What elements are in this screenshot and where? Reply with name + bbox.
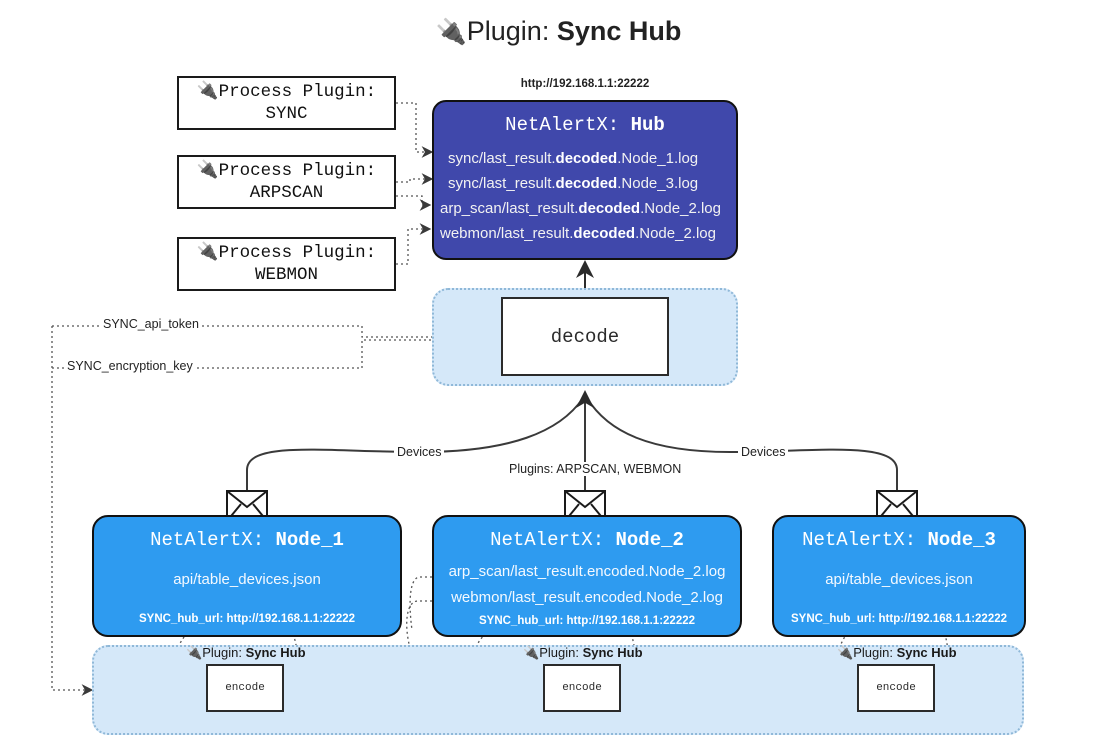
edge-label-devices-right: Devices bbox=[738, 445, 789, 459]
node-title-prefix: NetAlertX: bbox=[490, 529, 616, 551]
hub-log-item: arp_scan/last_result.decoded.Node_2.log bbox=[434, 196, 736, 221]
node-title-prefix: NetAlertX: bbox=[150, 529, 276, 551]
encoder-plugin-prefix: Plugin: bbox=[539, 645, 583, 660]
node-title-name: Node_3 bbox=[927, 529, 996, 551]
hub-title: NetAlertX: Hub bbox=[434, 114, 736, 136]
plug-icon: 🔌 bbox=[837, 645, 854, 660]
encoder-plugin-prefix: Plugin: bbox=[853, 645, 897, 660]
node-title-prefix: NetAlertX: bbox=[802, 529, 928, 551]
hub-log-post: .Node_2.log bbox=[635, 225, 716, 242]
hub-log-mid: decoded bbox=[573, 225, 636, 242]
hub-log-mid: decoded bbox=[578, 200, 641, 217]
plug-icon: 🔌 bbox=[196, 243, 219, 263]
node-title: NetAlertX: Node_2 bbox=[434, 529, 740, 551]
hub-log-item: webmon/last_result.decoded.Node_2.log bbox=[434, 221, 736, 246]
node-title-name: Node_1 bbox=[275, 529, 344, 551]
encoder-plugin-name: Sync Hub bbox=[896, 645, 957, 660]
node-line: arp_scan/last_result.encoded.Node_2.log bbox=[448, 563, 726, 580]
hub-log-pre: sync/last_result. bbox=[448, 150, 556, 167]
node-url-label: SYNC_hub_url: http://192.168.1.1:22222 bbox=[790, 613, 1008, 625]
encoder-plugin-label: 🔌Plugin: Sync Hub bbox=[186, 645, 306, 661]
page-title-name: Sync Hub bbox=[556, 16, 682, 46]
plug-icon: 🔌 bbox=[186, 645, 203, 660]
node-url-label: SYNC_hub_url: http://192.168.1.1:22222 bbox=[138, 613, 356, 625]
process-plugin-label: Process Plugin: bbox=[218, 161, 377, 181]
page-title-prefix: Plugin: bbox=[466, 16, 557, 46]
edge-label-sync-encryption-key: SYNC_encryption_key bbox=[64, 359, 196, 373]
encoder-plugin-label: 🔌Plugin: Sync Hub bbox=[837, 645, 957, 661]
hub-log-list: sync/last_result.decoded.Node_1.log sync… bbox=[434, 146, 736, 246]
encode-label: encode bbox=[225, 682, 265, 694]
hub-log-post: .Node_1.log bbox=[617, 150, 699, 167]
hub-log-post: .Node_3.log bbox=[617, 175, 699, 192]
hub-log-item: sync/last_result.decoded.Node_1.log bbox=[434, 146, 736, 171]
encode-box-node-3[interactable]: encode bbox=[857, 664, 935, 712]
process-plugin-name: SYNC bbox=[265, 104, 308, 124]
plug-icon: 🔌 bbox=[196, 161, 219, 181]
process-plugin-name: WEBMON bbox=[254, 265, 318, 285]
process-plugin-box-arpscan[interactable]: 🔌Process Plugin: ARPSCAN bbox=[177, 155, 396, 209]
process-plugin-label: Process Plugin: bbox=[218, 243, 377, 263]
decode-label: decode bbox=[550, 325, 620, 348]
encode-box-node-2[interactable]: encode bbox=[543, 664, 621, 712]
plug-icon: 🔌 bbox=[435, 18, 467, 46]
encoder-plugin-name: Sync Hub bbox=[582, 645, 643, 660]
node-box-node-2[interactable]: NetAlertX: Node_2 arp_scan/last_result.e… bbox=[432, 515, 742, 637]
hub-log-mid: decoded bbox=[555, 175, 618, 192]
hub-log-item: sync/last_result.decoded.Node_3.log bbox=[434, 171, 736, 196]
plug-icon: 🔌 bbox=[196, 82, 219, 102]
edge-label-sync-api-token: SYNC_api_token bbox=[100, 317, 202, 331]
hub-box[interactable]: NetAlertX: Hub sync/last_result.decoded.… bbox=[432, 100, 738, 260]
plug-icon: 🔌 bbox=[523, 645, 540, 660]
hub-log-pre: webmon/last_result. bbox=[440, 225, 574, 242]
node-title-name: Node_2 bbox=[615, 529, 684, 551]
node-url-label: SYNC_hub_url: http://192.168.1.1:22222 bbox=[478, 615, 696, 627]
encode-label: encode bbox=[876, 682, 916, 694]
node-line: api/table_devices.json bbox=[825, 571, 973, 588]
encode-label: encode bbox=[562, 682, 602, 694]
hub-url-label: http://192.168.1.1:22222 bbox=[520, 78, 650, 90]
hub-log-post: .Node_2.log bbox=[640, 200, 721, 217]
process-plugin-box-webmon[interactable]: 🔌Process Plugin: WEBMON bbox=[177, 237, 396, 291]
node-line: webmon/last_result.encoded.Node_2.log bbox=[451, 589, 723, 606]
hub-title-prefix: NetAlertX: bbox=[505, 114, 631, 136]
edge-label-plugins-center: Plugins: ARPSCAN, WEBMON bbox=[506, 462, 685, 476]
page-title: 🔌Plugin: Sync Hub bbox=[0, 16, 1117, 47]
hub-title-name: Hub bbox=[630, 114, 665, 136]
decode-box[interactable]: decode bbox=[501, 297, 669, 376]
edge-label-devices-left: Devices bbox=[394, 445, 445, 459]
process-plugin-label: Process Plugin: bbox=[218, 82, 377, 102]
encode-box-node-1[interactable]: encode bbox=[206, 664, 284, 712]
hub-log-pre: arp_scan/last_result. bbox=[440, 200, 579, 217]
encoder-plugin-prefix: Plugin: bbox=[202, 645, 246, 660]
process-plugin-box-sync[interactable]: 🔌Process Plugin: SYNC bbox=[177, 76, 396, 130]
node-box-node-3[interactable]: NetAlertX: Node_3 api/table_devices.json… bbox=[772, 515, 1026, 637]
hub-log-pre: sync/last_result. bbox=[448, 175, 556, 192]
encoder-plugin-name: Sync Hub bbox=[245, 645, 306, 660]
node-line: api/table_devices.json bbox=[173, 571, 321, 588]
encoder-plugin-label: 🔌Plugin: Sync Hub bbox=[523, 645, 643, 661]
node-title: NetAlertX: Node_1 bbox=[94, 529, 400, 551]
node-title: NetAlertX: Node_3 bbox=[774, 529, 1024, 551]
process-plugin-name: ARPSCAN bbox=[249, 183, 324, 203]
node-box-node-1[interactable]: NetAlertX: Node_1 api/table_devices.json… bbox=[92, 515, 402, 637]
hub-log-mid: decoded bbox=[555, 150, 618, 167]
